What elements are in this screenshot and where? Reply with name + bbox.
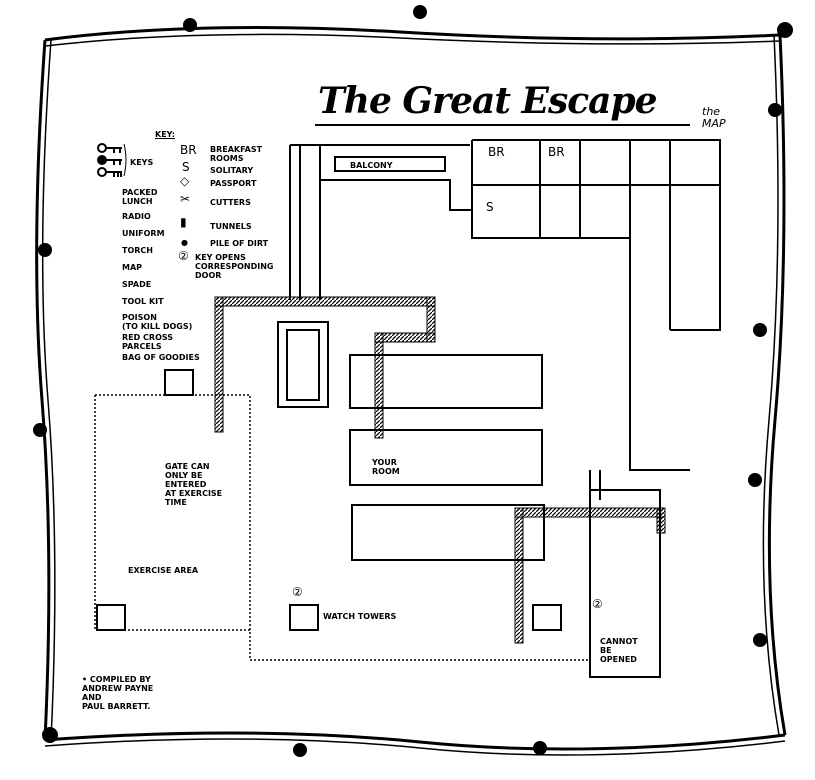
dirt-icon: ● (181, 238, 188, 247)
passport-icon: ◇ (180, 174, 190, 188)
key-door-marker: ② (592, 597, 603, 611)
key-item: PASSPORT (210, 179, 257, 188)
key-item: PACKED LUNCH (122, 188, 158, 206)
key-item: KEY OPENS CORRESPONDING DOOR (195, 253, 274, 280)
cannot-be-opened-note: CANNOT BE OPENED (600, 637, 638, 664)
key-item: BREAKFAST ROOMS (210, 145, 263, 163)
map-title: The Great Escape (318, 80, 658, 122)
solitary-label: S (486, 200, 494, 214)
key-symbol: S (182, 160, 190, 174)
map-subtitle: the MAP (702, 105, 726, 130)
key-item: CUTTERS (210, 198, 251, 207)
key-item: BAG OF GOODIES (122, 353, 200, 362)
your-room-label: YOUR ROOM (372, 458, 400, 476)
key-symbol: BR (180, 143, 197, 157)
key-item: TOOL KIT (122, 297, 164, 306)
key-item: TORCH (122, 246, 153, 255)
key-item: SOLITARY (210, 166, 254, 175)
key-door-icon: ② (178, 249, 189, 263)
key-item: KEYS (130, 158, 154, 167)
keys-icon (97, 143, 127, 177)
key-heading: KEY: (155, 130, 175, 139)
key-item: SPADE (122, 280, 152, 289)
exercise-area-label: EXERCISE AREA (128, 566, 199, 575)
key-item: PILE OF DIRT (210, 239, 269, 248)
breakfast-room-label: BR (488, 145, 505, 159)
barbed-wire-frame (35, 26, 787, 756)
key-item: RED CROSS PARCELS (122, 333, 174, 351)
barb-knots (33, 5, 793, 757)
key-door-marker: ② (292, 585, 303, 599)
watch-towers-label: WATCH TOWERS (323, 612, 397, 621)
key-item: POISON (TO KILL DOGS) (122, 313, 193, 331)
credits: • COMPILED BY ANDREW PAYNE AND PAUL BARR… (82, 675, 154, 711)
key-item: UNIFORM (122, 229, 165, 238)
gate-note: GATE CAN ONLY BE ENTERED AT EXERCISE TIM… (165, 462, 223, 507)
tunnel-icon: ▮ (180, 215, 187, 229)
key-item: TUNNELS (210, 222, 252, 231)
key-item: MAP (122, 263, 143, 272)
tunnels (214, 296, 666, 644)
breakfast-room-label: BR (548, 145, 565, 159)
key-item: RADIO (122, 212, 151, 221)
balcony-label: BALCONY (350, 161, 393, 170)
watch-towers (96, 369, 562, 631)
buildings (277, 139, 721, 678)
cutters-icon: ✂ (180, 192, 191, 206)
